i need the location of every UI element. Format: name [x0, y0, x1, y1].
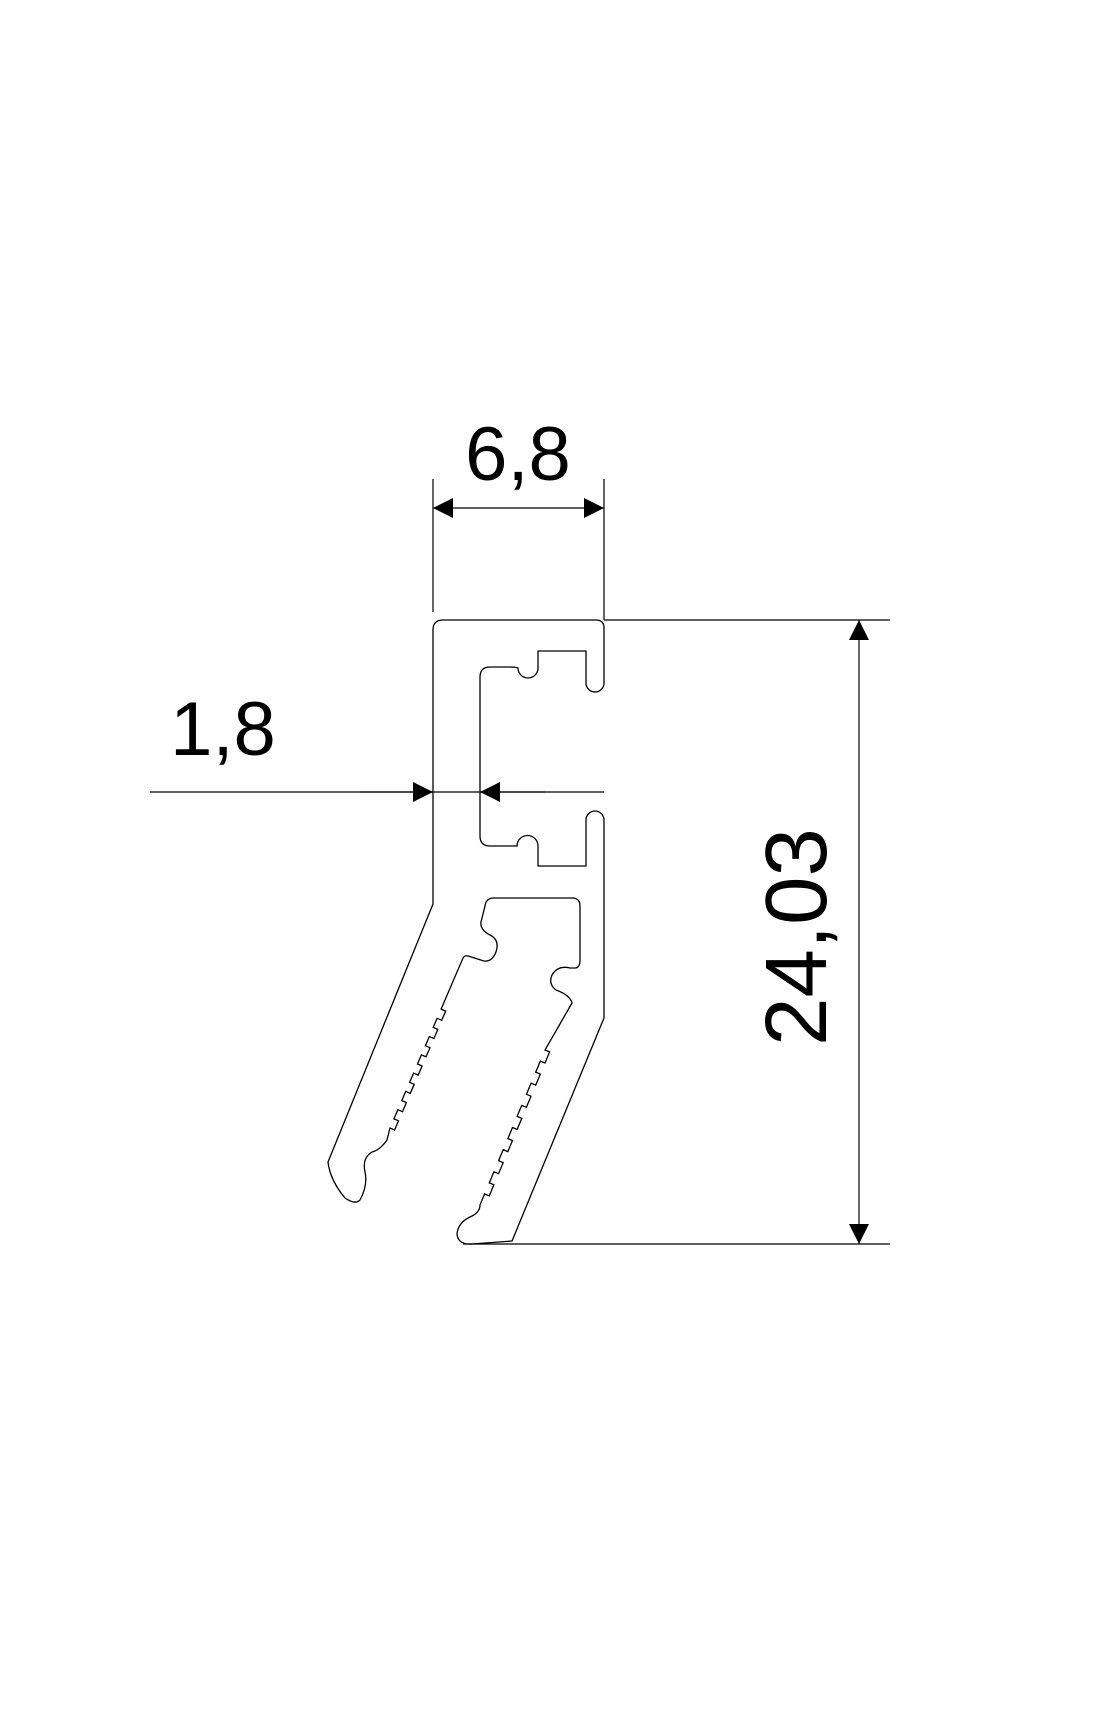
- dimension-label-height: 24,03: [748, 828, 845, 1046]
- dimension-height: 24,03: [463, 619, 890, 1245]
- aluminium-profile-outline: [327, 619, 605, 1245]
- dimension-wall-thickness: 1,8: [150, 687, 604, 802]
- dimension-label-wall-thickness: 1,8: [170, 687, 276, 772]
- dimension-top-width: 6,8: [432, 412, 605, 620]
- dimension-label-top-width: 6,8: [465, 412, 571, 497]
